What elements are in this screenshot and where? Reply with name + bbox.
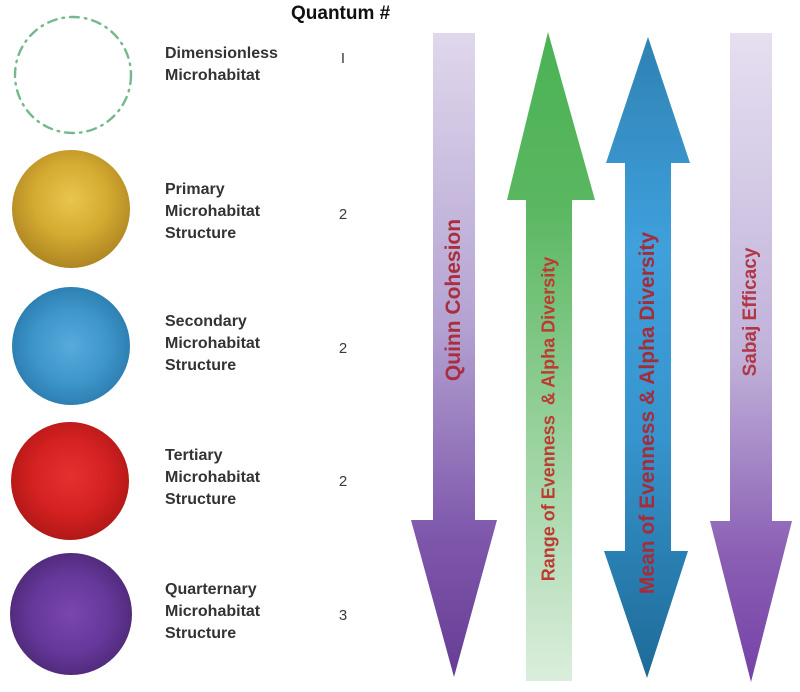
quantum-value-3: 2 bbox=[338, 340, 348, 357]
quinn-cohesion-down-arrow bbox=[411, 33, 497, 677]
row-label-tertiary: Tertiary Microhabitat Structure bbox=[165, 445, 305, 511]
primary-microhabitat-sphere bbox=[12, 150, 130, 268]
secondary-microhabitat-sphere bbox=[12, 287, 130, 405]
quantum-value-5: 3 bbox=[338, 607, 348, 624]
mean-evenness-alpha-diversity-double-arrow bbox=[604, 37, 690, 678]
row-label-line: Primary bbox=[165, 181, 225, 198]
row-label-line: Structure bbox=[165, 625, 237, 642]
quantum-column-header: Quantum # bbox=[291, 3, 391, 24]
row-label-line: Dimensionless bbox=[165, 45, 278, 62]
quantum-value-4: 2 bbox=[338, 473, 348, 490]
row-label-line: Quarternary bbox=[165, 581, 257, 598]
mean-evenness-alpha-diversity-label: Mean of Evenness & Alpha Diversity bbox=[636, 231, 659, 595]
tertiary-microhabitat-sphere bbox=[11, 422, 129, 540]
sabaj-efficacy-label: Sabaj Efficacy bbox=[740, 247, 761, 377]
row-label-line: Microhabitat bbox=[165, 469, 261, 486]
row-label-line: Structure bbox=[165, 225, 237, 242]
range-evenness-alpha-diversity-up-arrow bbox=[507, 32, 595, 681]
row-label-line: Tertiary bbox=[165, 447, 223, 464]
row-label-line: Microhabitat bbox=[165, 603, 261, 620]
row-label-line: Secondary bbox=[165, 313, 247, 330]
row-label-quarternary: Quarternary Microhabitat Structure bbox=[165, 579, 305, 645]
range-evenness-alpha-diversity-label: Range of Evenness & Alpha Diversity bbox=[538, 256, 559, 582]
row-label-line: Structure bbox=[165, 491, 237, 508]
quantum-value-1: I bbox=[340, 50, 346, 67]
row-label-secondary: Secondary Microhabitat Structure bbox=[165, 311, 305, 377]
row-label-dimensionless: Dimensionless Microhabitat bbox=[165, 43, 305, 87]
quarternary-microhabitat-sphere bbox=[10, 553, 132, 675]
sabaj-efficacy-down-arrow bbox=[710, 33, 792, 682]
row-label-primary: Primary Microhabitat Structure bbox=[165, 179, 305, 245]
dimensionless-microhabitat-dashed-circle bbox=[13, 15, 133, 135]
row-label-line: Microhabitat bbox=[165, 67, 261, 84]
quantum-value-2: 2 bbox=[338, 206, 348, 223]
row-label-line: Structure bbox=[165, 357, 237, 374]
quinn-cohesion-label: Quinn Cohesion bbox=[442, 218, 465, 382]
row-label-line: Microhabitat bbox=[165, 335, 261, 352]
row-label-line: Microhabitat bbox=[165, 203, 261, 220]
